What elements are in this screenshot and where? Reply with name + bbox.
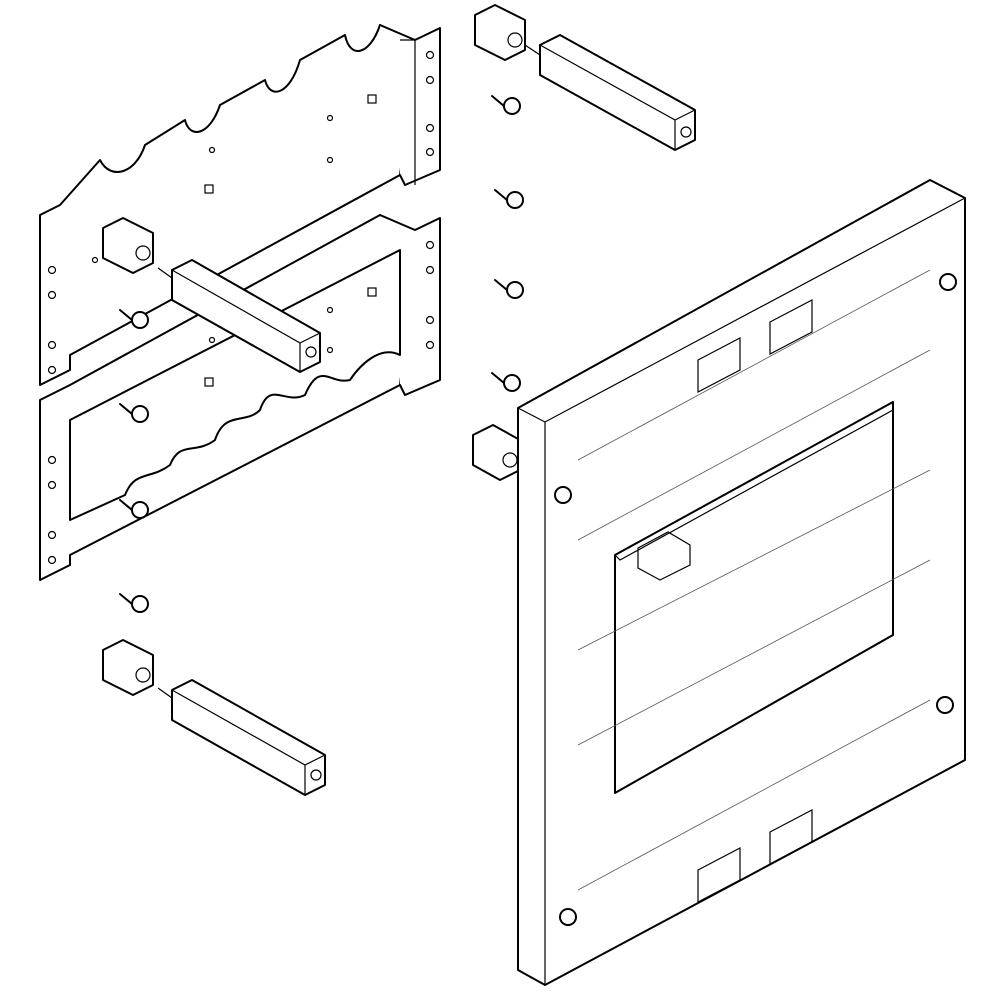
screw-icon (559, 908, 577, 926)
screw-icon (491, 95, 521, 115)
clips (102, 4, 526, 696)
screw-icon (939, 273, 957, 291)
screw-icon (936, 696, 954, 714)
clip (472, 424, 521, 481)
screw-icon (494, 189, 524, 209)
clip (102, 639, 154, 696)
bracket-holes (47, 50, 435, 375)
front-cover-panel (517, 179, 966, 986)
middle-bracket (39, 214, 441, 581)
clip (474, 4, 526, 61)
screw-icon (494, 279, 524, 299)
screw-icon (491, 372, 521, 392)
screw-icon (119, 309, 149, 329)
upper-bracket (39, 24, 441, 386)
rail-middle (157, 259, 321, 373)
panel-guide-lines (577, 269, 931, 891)
rail-bottom (157, 679, 326, 796)
screw-icon (554, 486, 572, 504)
screw-icon (119, 593, 149, 613)
screws (119, 95, 524, 613)
rail-top (524, 34, 696, 151)
clip (102, 217, 154, 274)
screw-icon (119, 499, 149, 519)
screw-icon (119, 403, 149, 423)
panel-tabs (637, 299, 813, 903)
